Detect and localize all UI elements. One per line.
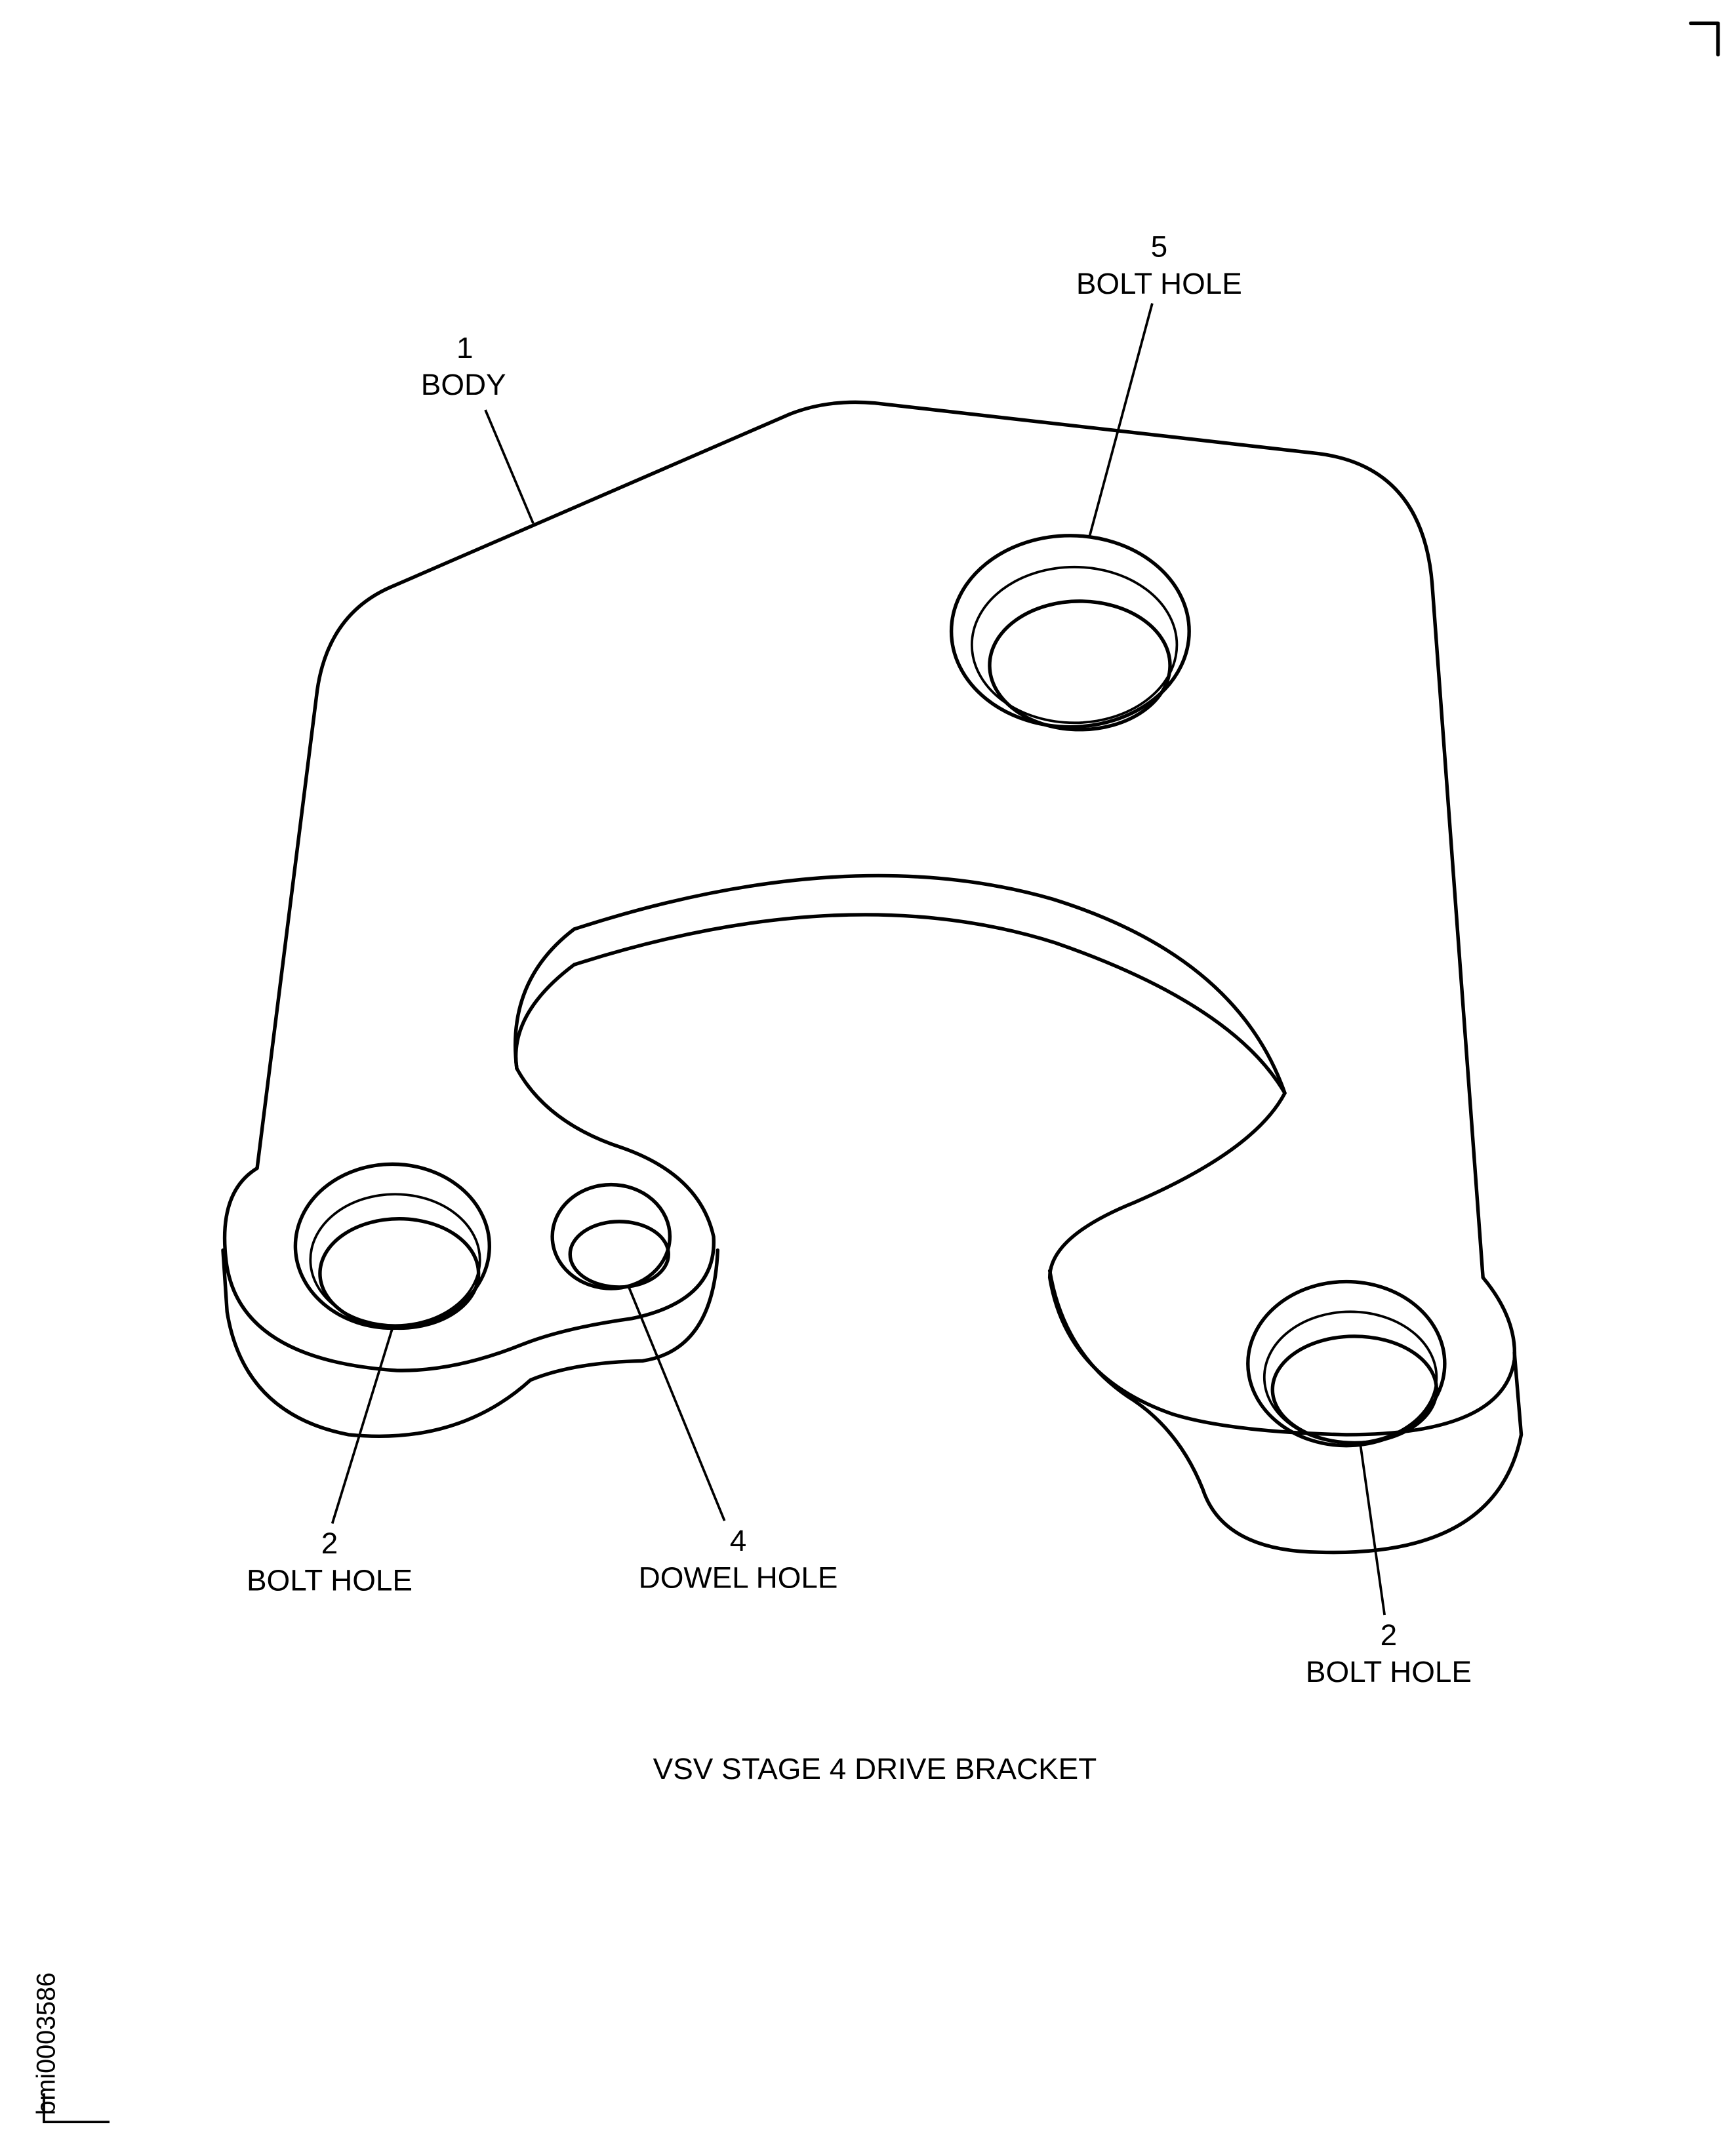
bolt-hole-2-right — [1246, 1279, 1447, 1448]
cutout-wall — [514, 913, 1287, 1095]
corner-mark — [1689, 21, 1720, 57]
bolt-hole-2-left — [293, 1162, 492, 1330]
figure-id: bmi0003586 — [32, 1972, 61, 2115]
bolt-hole-5 — [949, 534, 1191, 732]
leader-line-dowel-hole — [628, 1287, 726, 1521]
callout-label: BOLT HOLE — [1306, 1655, 1472, 1688]
dowel-hole-4 — [550, 1182, 672, 1290]
leader-line-body — [484, 409, 535, 524]
callout-number: 2 — [1381, 1618, 1398, 1652]
bracket-body — [222, 400, 1517, 1437]
figure-title: VSV STAGE 4 DRIVE BRACKET — [653, 1752, 1097, 1786]
callout-label: DOWEL HOLE — [639, 1561, 838, 1594]
leader-line-bolt-hole-2-left — [331, 1327, 394, 1524]
leader-line-bolt-hole-2-right — [1358, 1441, 1386, 1616]
callout-number: 1 — [456, 331, 473, 365]
callout-number: 4 — [730, 1524, 747, 1557]
callout-label: BOLT HOLE — [1076, 267, 1242, 300]
bracket-side-right — [1047, 1269, 1524, 1555]
callout-number: 2 — [321, 1527, 338, 1560]
callout-label: BOLT HOLE — [247, 1563, 413, 1597]
leader-line-bolt-hole-5 — [1088, 303, 1154, 538]
bracket-side-left — [221, 1248, 719, 1438]
callout-label: BODY — [421, 368, 506, 401]
figure-id-mark — [43, 2093, 110, 2123]
callout-number: 5 — [1151, 230, 1168, 264]
